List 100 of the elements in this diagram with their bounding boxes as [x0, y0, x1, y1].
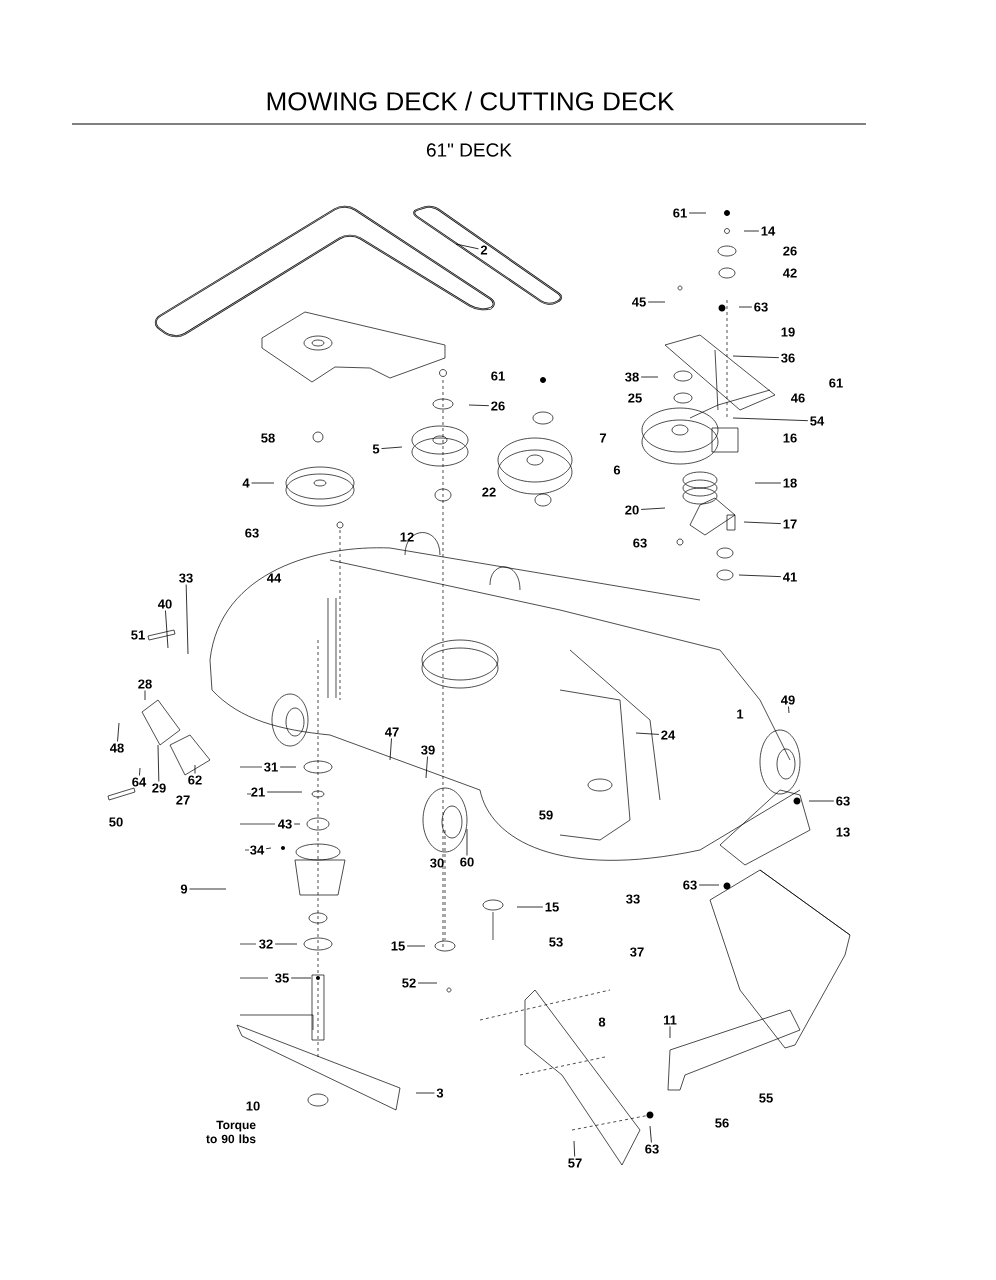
callout-number: 33 [626, 894, 640, 904]
callout-number: 21 [251, 787, 265, 797]
callout-number: 47 [384, 727, 399, 737]
callout-number: 58 [261, 433, 275, 443]
leader-line [732, 355, 780, 359]
callout-number: 26 [783, 246, 797, 256]
leader-line [738, 306, 753, 308]
leader-line [265, 847, 272, 850]
callout-number: 59 [539, 810, 553, 820]
callout-number: 49 [780, 695, 795, 705]
callout-number: 20 [625, 505, 639, 515]
callout-number: 57 [568, 1158, 582, 1168]
callout-number: 24 [661, 730, 676, 740]
callout-number: 56 [715, 1118, 729, 1128]
callout-number: 1 [737, 709, 744, 719]
leader-line [189, 888, 227, 890]
callout-number: 36 [781, 353, 795, 363]
callout-number: 61 [829, 378, 843, 388]
callout-number: 44 [266, 573, 282, 583]
callout-number: 26 [491, 401, 505, 411]
leader-line [808, 800, 835, 802]
leader-line [157, 744, 160, 782]
callout-number: 11 [663, 1015, 677, 1025]
callout-number: 16 [783, 433, 797, 443]
callout-number: 64 [132, 777, 147, 787]
leader-line [417, 982, 438, 984]
callout-number: 22 [482, 487, 496, 497]
leader-line [468, 404, 490, 407]
callout-number: 43 [277, 819, 292, 829]
callout-number: 9 [180, 884, 188, 894]
leader-line [117, 722, 120, 742]
callout-number: 18 [783, 478, 797, 488]
callout-number: 63 [245, 528, 259, 538]
callout-number: 62 [188, 775, 202, 785]
callout-number: 48 [109, 743, 124, 753]
callout-number: 25 [628, 393, 642, 403]
callout-number: 54 [810, 416, 825, 426]
leader-line [266, 791, 303, 793]
leader-line [381, 446, 403, 449]
leader-line [688, 212, 707, 214]
leader-line [194, 764, 196, 774]
callout-number: 10 [246, 1101, 260, 1111]
leader-line [635, 732, 660, 735]
callout-number: 2 [480, 245, 488, 255]
callout-number: 40 [157, 599, 172, 609]
leader-line [516, 906, 544, 908]
leader-line [669, 1026, 671, 1039]
callout-number: 15 [391, 941, 405, 951]
leader-line [732, 417, 809, 422]
callout-number: 14 [761, 226, 776, 236]
callout-number: 5 [372, 444, 380, 454]
callout-number: 60 [460, 857, 474, 867]
callout-number: 50 [109, 817, 123, 827]
title: MOWING DECK / CUTTING DECK [267, 91, 675, 111]
callout-number: 13 [836, 827, 850, 837]
leader-line [573, 1140, 576, 1157]
subtitle: 61" DECK [427, 143, 512, 157]
callout-number: 17 [783, 519, 797, 529]
callout-number: 46 [790, 393, 805, 403]
leader-line [698, 884, 720, 886]
callout-number: 38 [625, 372, 639, 382]
leader-line [389, 738, 392, 761]
leader-line [640, 376, 659, 378]
callout-number: 53 [549, 937, 563, 947]
callout-number: 33 [179, 573, 193, 583]
callout-number: 39 [421, 745, 435, 755]
callout-number: 63 [836, 796, 850, 806]
leader-line [455, 243, 479, 250]
callout-number: 35 [275, 973, 289, 983]
callout-number: 28 [138, 679, 152, 689]
callout-number: 37 [630, 947, 644, 957]
callout-number: 6 [613, 465, 621, 475]
leader-line [251, 482, 275, 484]
callout-number: 15 [545, 902, 559, 912]
callout-number: 32 [259, 939, 273, 949]
leader-line [290, 977, 312, 979]
leader-line [144, 690, 146, 701]
callout-number: 42 [782, 268, 797, 278]
callout-number: 61 [673, 208, 687, 218]
leader-line [743, 521, 782, 524]
leader-line [640, 507, 666, 510]
leader-line [649, 1125, 652, 1143]
leader-line [139, 767, 141, 776]
callout-number: 19 [781, 327, 795, 337]
callout-number: 63 [633, 538, 647, 548]
leader-line [293, 823, 301, 825]
callout-number: 63 [645, 1144, 659, 1154]
callout-number: 12 [400, 532, 414, 542]
leader-line [279, 766, 297, 768]
leader-line [165, 610, 169, 649]
leader-line [647, 301, 666, 303]
torque-note: Torque to 90 lbs [206, 1120, 256, 1144]
callout-number: 31 [264, 762, 278, 772]
callout-number: 3 [436, 1088, 444, 1098]
leader-line [274, 943, 298, 945]
callout-number: 52 [402, 978, 416, 988]
callout-number: 45 [631, 297, 646, 307]
callout-number: 63 [754, 302, 768, 312]
callout-number: 8 [598, 1017, 606, 1027]
callout-number: 34 [250, 845, 265, 855]
